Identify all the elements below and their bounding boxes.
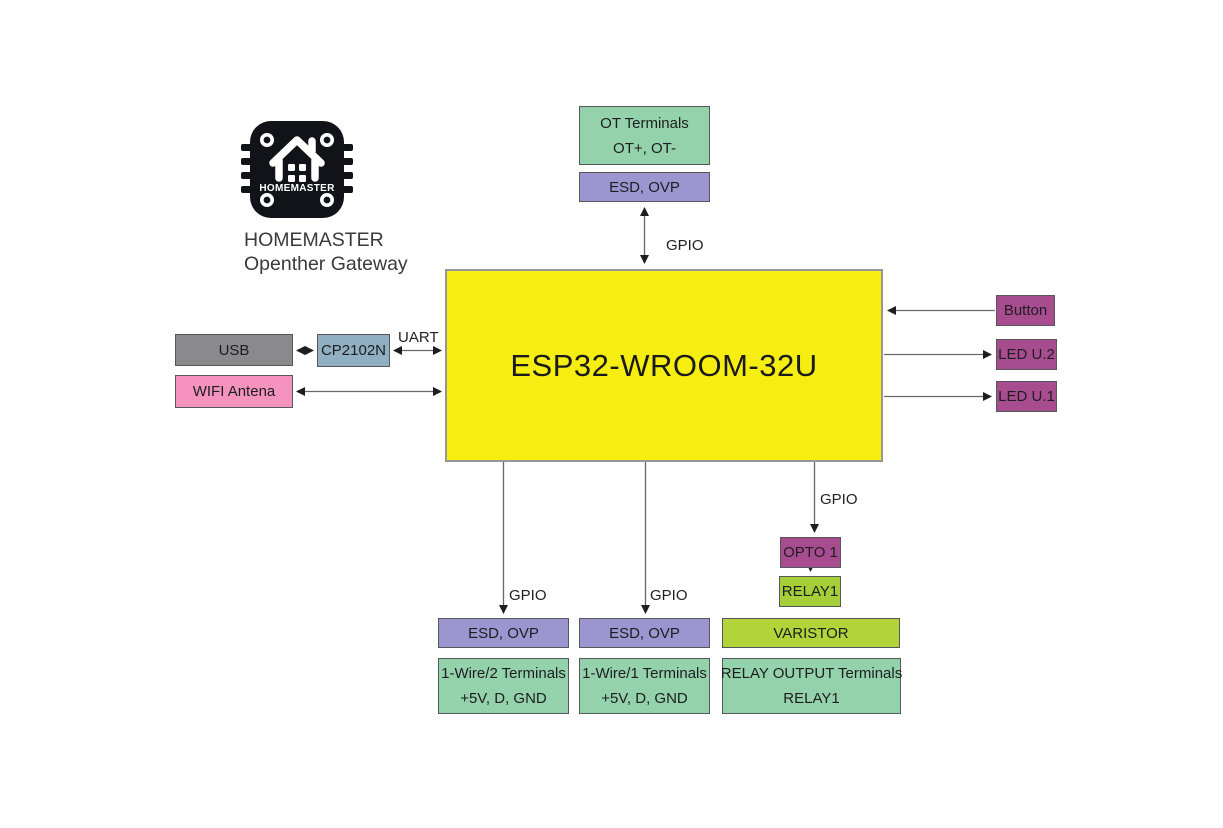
node-led-u1: LED U.1 [996,381,1057,412]
house-windows [288,164,306,182]
product-name: Openther Gateway [244,253,408,275]
node-varistor: VARISTOR [722,618,900,648]
node-relay1: RELAY1 [779,576,841,607]
node-1wire1-line2: +5V, D, GND [601,690,688,707]
label-gpio-wire2: GPIO [509,587,547,604]
corner-screw-icons [259,133,335,208]
node-ot-terminals: OT Terminals OT+, OT- [579,106,710,165]
node-esp32-label: ESP32-WROOM-32U [510,347,818,383]
node-usb-label: USB [218,341,250,359]
node-esd-ovp-wire2: ESD, OVP [438,618,569,648]
node-button-label: Button [1003,302,1048,319]
node-relay-output-line1: RELAY OUTPUT Terminals [720,665,903,682]
logo-wordmark: HOMEMASTER [259,183,335,194]
homemaster-logo: HOMEMASTER [240,120,354,220]
node-button: Button [996,295,1055,326]
label-gpio-ot: GPIO [666,237,704,254]
label-gpio-wire1: GPIO [650,587,688,604]
product-title: HOMEMASTER Openther Gateway [244,228,408,276]
node-1wire2-line2: +5V, D, GND [460,690,547,707]
label-uart: UART [398,329,439,346]
node-esd-ovp-wire1: ESD, OVP [579,618,710,648]
node-esd-ovp-wire1-label: ESD, OVP [609,624,680,642]
node-wifi-antenna-label: WIFI Antena [192,383,276,400]
node-opto1: OPTO 1 [780,537,841,568]
node-1wire1-line1: 1-Wire/1 Terminals [582,665,707,682]
node-relay-output-terminals: RELAY OUTPUT Terminals RELAY1 [720,658,903,714]
node-relay1-label: RELAY1 [781,583,839,600]
chip-body [250,121,344,218]
node-varistor-label: VARISTOR [773,624,849,642]
brand-name: HOMEMASTER [244,229,384,251]
node-ot-terminals-line2: OT+, OT- [613,139,676,157]
node-ot-terminals-line1: OT Terminals [600,114,689,132]
node-opto1-label: OPTO 1 [783,544,838,561]
label-gpio-relay: GPIO [820,491,858,508]
node-cp2102n: CP2102N [317,334,390,367]
node-1wire2-terminals: 1-Wire/2 Terminals +5V, D, GND [438,658,569,714]
node-esd-ovp-ot: ESD, OVP [579,172,710,202]
node-led-u2: LED U.2 [996,339,1057,370]
node-wifi-antenna: WIFI Antena [175,375,293,408]
node-esd-ovp-ot-label: ESD, OVP [609,178,680,196]
node-led-u1-label: LED U.1 [998,388,1055,405]
house-icon [269,136,325,182]
homemaster-chip-icon: HOMEMASTER [241,121,353,218]
node-usb: USB [175,334,293,366]
node-relay-output-line2: RELAY1 [783,690,840,707]
node-esp32: ESP32-WROOM-32U [445,269,883,462]
node-cp2102n-label: CP2102N [320,342,387,359]
node-led-u2-label: LED U.2 [998,346,1055,363]
node-esd-ovp-wire2-label: ESD, OVP [468,624,539,642]
node-1wire2-line1: 1-Wire/2 Terminals [441,665,566,682]
node-1wire1-terminals: 1-Wire/1 Terminals +5V, D, GND [579,658,710,714]
